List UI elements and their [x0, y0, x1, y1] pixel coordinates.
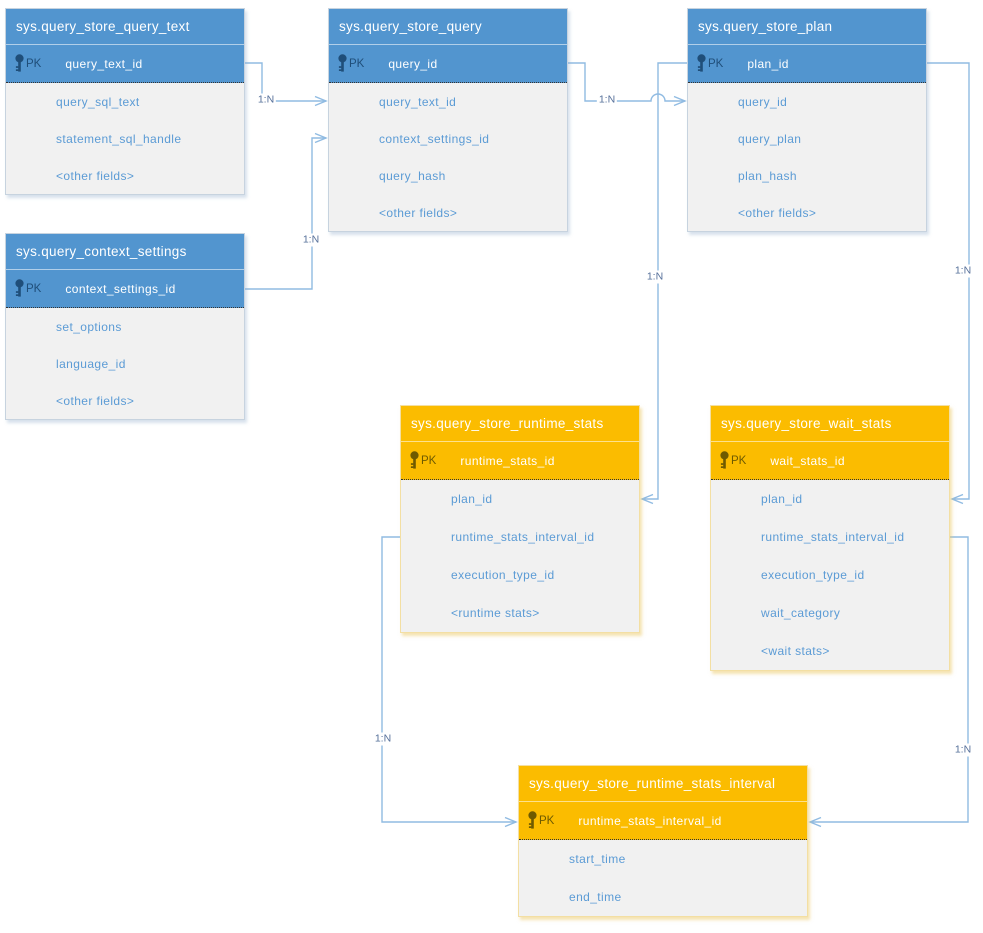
field-statement_sql_handle: statement_sql_handle: [6, 120, 244, 157]
pk-field-runtime_stats_interval_id: runtime_stats_interval_id: [578, 813, 722, 828]
relationship-line-query-store-query-text-to-query-store-query: [245, 62, 326, 102]
table-title: sys.query_context_settings: [6, 234, 244, 270]
arrowhead-icon: [640, 493, 654, 505]
key-icon: [14, 54, 25, 73]
pk-label: PK: [708, 57, 724, 70]
pk-field-plan_id: plan_id: [747, 56, 789, 71]
pk-field-query_text_id: query_text_id: [65, 56, 143, 71]
relationship-line-query-store-runtime-stats-to-query-store-runtime-stats-interval: [381, 536, 516, 823]
key-icon: [409, 451, 420, 470]
relationship-line-query-store-query-to-query-store-plan: [568, 62, 685, 102]
pk-row: PK runtime_stats_id: [401, 442, 639, 480]
arrowhead-icon: [314, 132, 328, 144]
key-icon: [696, 54, 707, 73]
field-end_time: end_time: [519, 878, 807, 916]
table-title: sys.query_store_wait_stats: [711, 406, 949, 442]
field-language_id: language_id: [6, 345, 244, 382]
table-title: sys.query_store_runtime_stats_interval: [519, 766, 807, 802]
pk-row: PK query_id: [329, 45, 567, 83]
pk-row: PK runtime_stats_interval_id: [519, 802, 807, 840]
relationship-line-query-store-plan-to-query-store-wait-stats: [927, 62, 970, 500]
field-set_options: set_options: [6, 308, 244, 345]
field-query_id: query_id: [688, 83, 926, 120]
field-plan_id: plan_id: [401, 480, 639, 518]
field-query_hash: query_hash: [329, 157, 567, 194]
table-title: sys.query_store_query: [329, 9, 567, 45]
field-waitstats: <wait stats>: [711, 632, 949, 670]
pk-label: PK: [539, 814, 555, 827]
arrowhead-icon: [504, 816, 518, 828]
pk-label: PK: [731, 454, 747, 467]
field-execution_type_id: execution_type_id: [711, 556, 949, 594]
field-context_settings_id: context_settings_id: [329, 120, 567, 157]
pk-field-runtime_stats_id: runtime_stats_id: [460, 453, 555, 468]
field-otherfields: <other fields>: [6, 382, 244, 419]
pk-field-wait_stats_id: wait_stats_id: [770, 453, 845, 468]
key-icon: [14, 279, 25, 298]
field-query_text_id: query_text_id: [329, 83, 567, 120]
pk-label: PK: [421, 454, 437, 467]
relationship-line-query-context-settings-to-query-store-query: [245, 137, 326, 290]
key-icon: [719, 451, 730, 470]
field-otherfields: <other fields>: [329, 194, 567, 231]
pk-field-context_settings_id: context_settings_id: [65, 281, 176, 296]
field-otherfields: <other fields>: [688, 194, 926, 231]
field-plan_hash: plan_hash: [688, 157, 926, 194]
pk-label: PK: [26, 57, 42, 70]
relationship-line-query-store-plan-to-query-store-runtime-stats: [642, 62, 687, 500]
field-execution_type_id: execution_type_id: [401, 556, 639, 594]
field-otherfields: <other fields>: [6, 157, 244, 194]
pk-row: PK query_text_id: [6, 45, 244, 83]
arrowhead-icon: [950, 493, 964, 505]
field-runtime_stats_interval_id: runtime_stats_interval_id: [711, 518, 949, 556]
pk-label: PK: [349, 57, 365, 70]
table-title: sys.query_store_runtime_stats: [401, 406, 639, 442]
key-icon: [337, 54, 348, 73]
field-wait_category: wait_category: [711, 594, 949, 632]
pk-row: PK plan_id: [688, 45, 926, 83]
pk-row: PK wait_stats_id: [711, 442, 949, 480]
arrowhead-icon: [808, 816, 822, 828]
arrowhead-icon: [314, 95, 328, 107]
pk-field-query_id: query_id: [388, 56, 438, 71]
field-plan_id: plan_id: [711, 480, 949, 518]
field-start_time: start_time: [519, 840, 807, 878]
arrowhead-icon: [673, 95, 687, 107]
table-title: sys.query_store_plan: [688, 9, 926, 45]
field-query_sql_text: query_sql_text: [6, 83, 244, 120]
field-query_plan: query_plan: [688, 120, 926, 157]
relationship-line-query-store-wait-stats-to-query-store-runtime-stats-interval: [810, 536, 969, 823]
field-runtimestats: <runtime stats>: [401, 594, 639, 632]
pk-label: PK: [26, 282, 42, 295]
table-title: sys.query_store_query_text: [6, 9, 244, 45]
pk-row: PK context_settings_id: [6, 270, 244, 308]
field-runtime_stats_interval_id: runtime_stats_interval_id: [401, 518, 639, 556]
key-icon: [527, 811, 538, 830]
